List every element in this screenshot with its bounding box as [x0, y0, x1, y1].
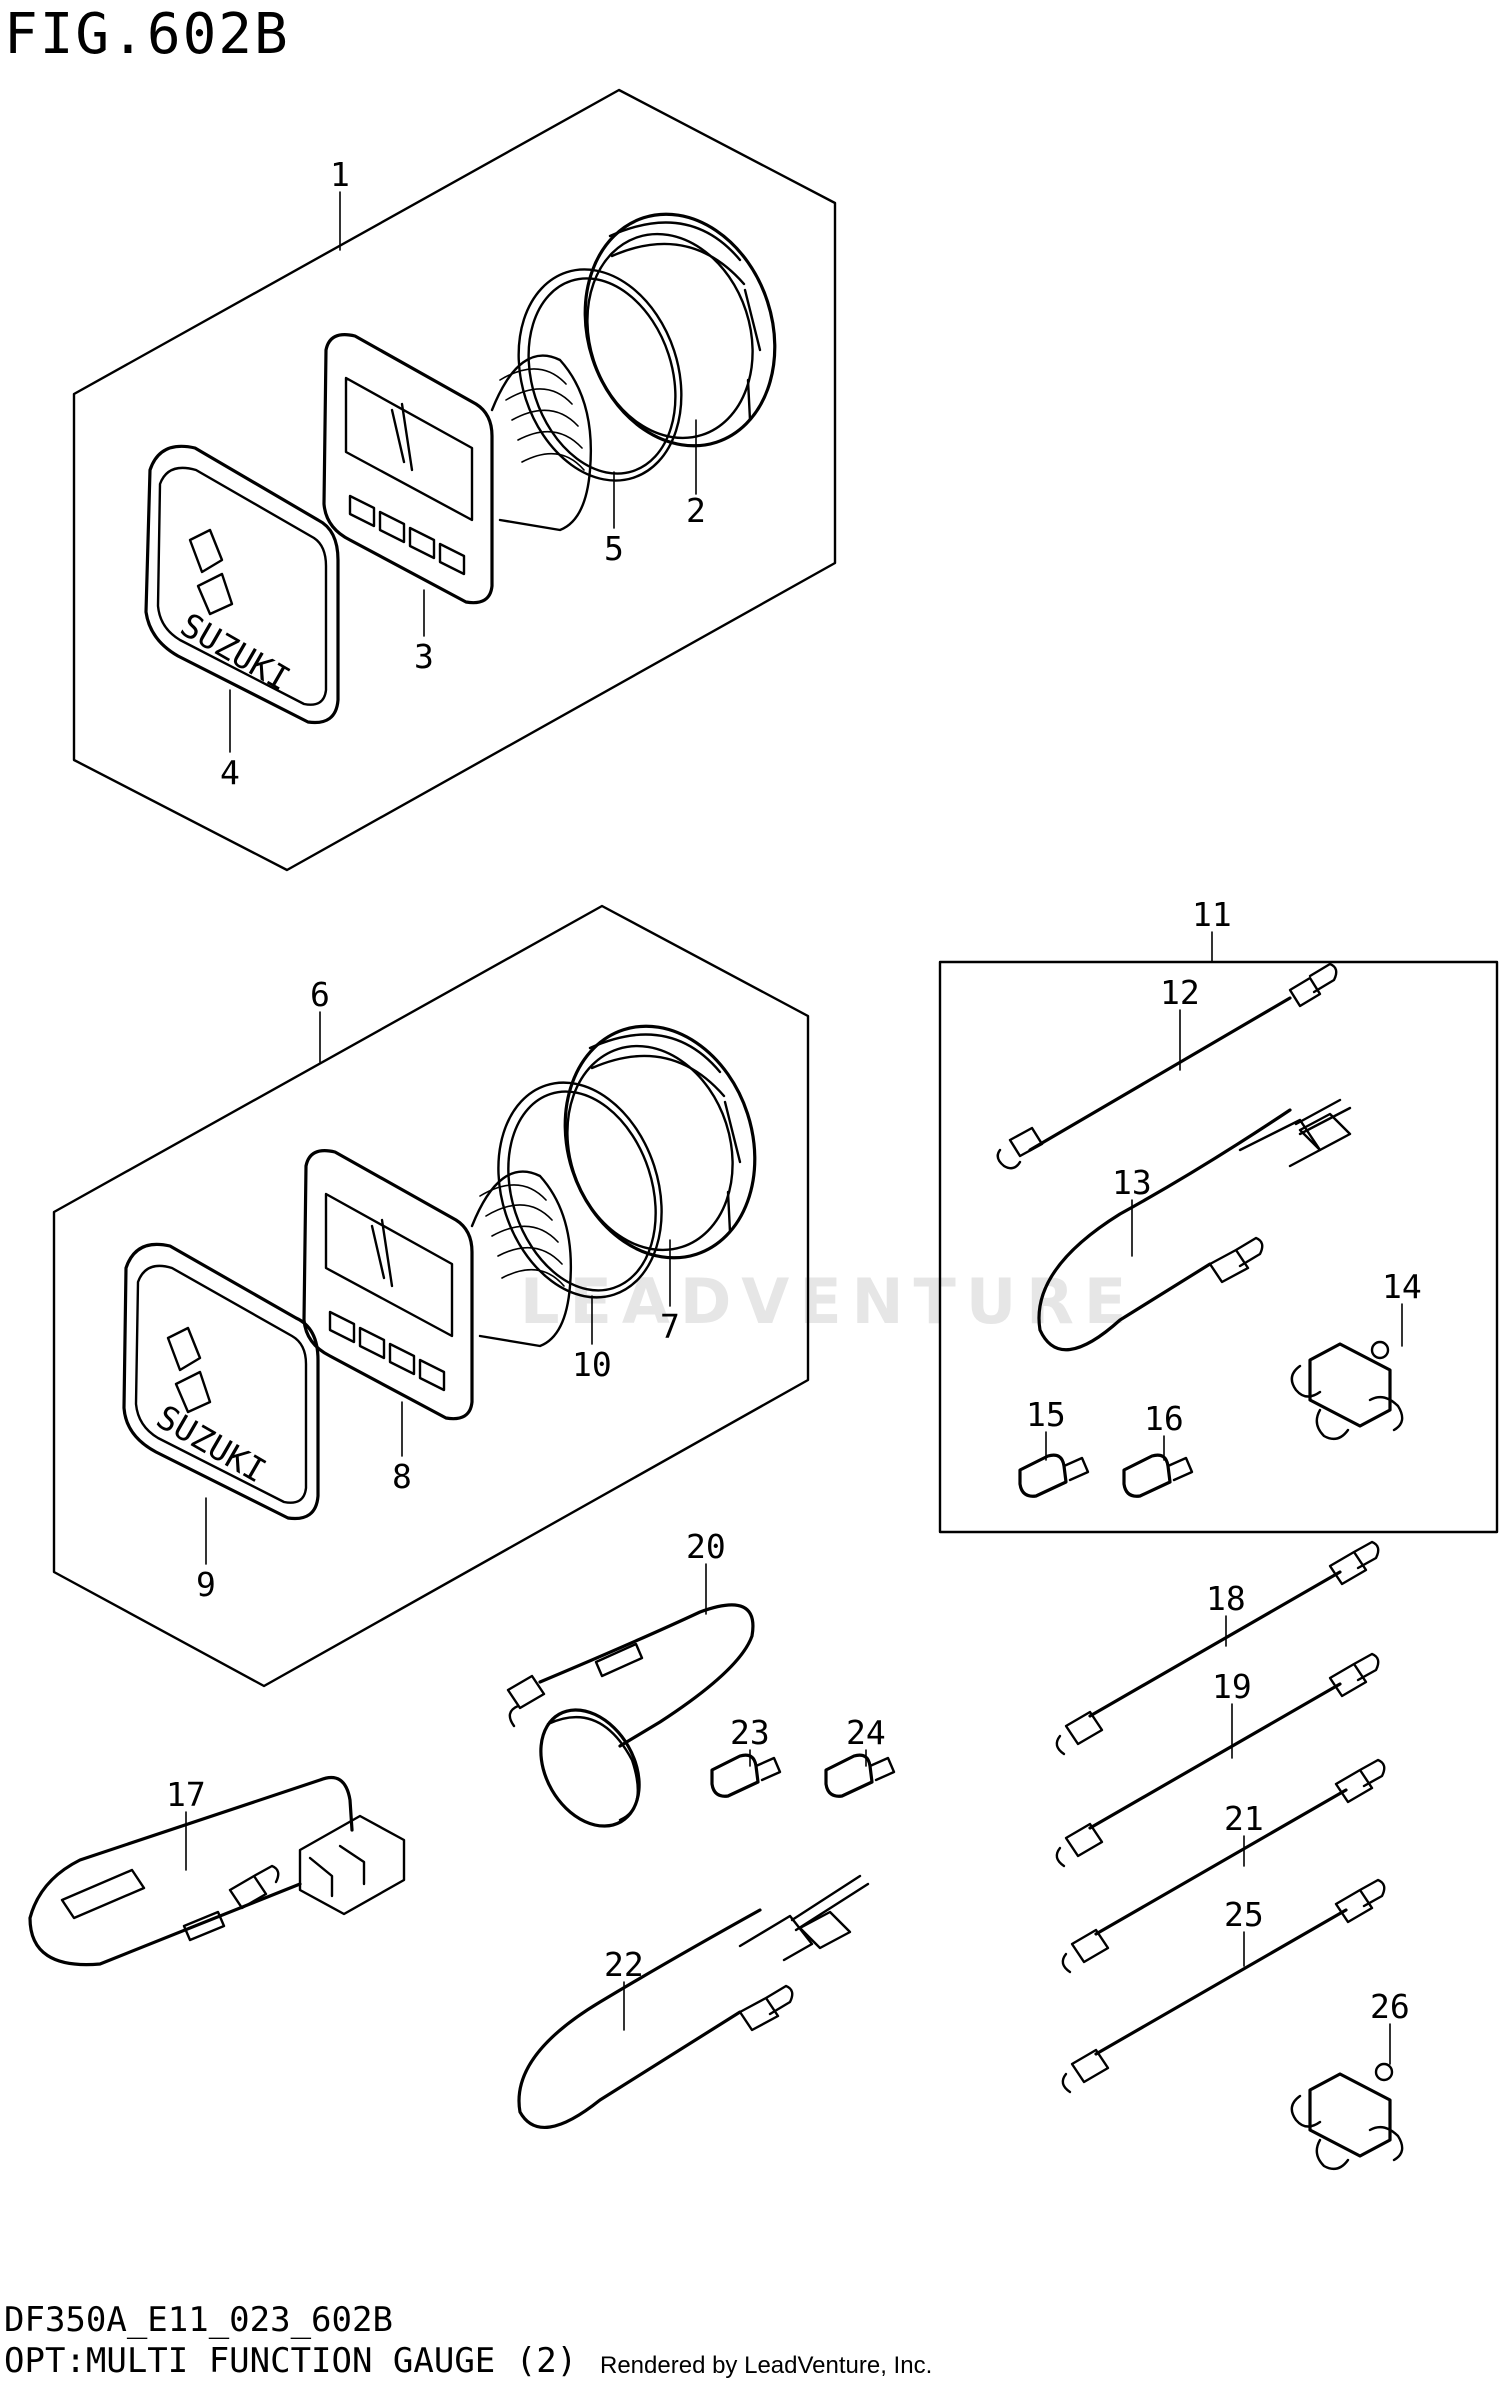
callout-12: 12 — [1160, 973, 1200, 1012]
cable-21 — [1061, 1758, 1386, 1974]
leader-lines — [185, 191, 1403, 2065]
callout-13: 13 — [1112, 1163, 1152, 1202]
callout-18: 18 — [1206, 1579, 1246, 1618]
callout-4: 4 — [220, 753, 240, 792]
callout-11: 11 — [1192, 895, 1232, 934]
callout-3: 3 — [414, 637, 434, 676]
callout-26: 26 — [1370, 1987, 1410, 2026]
cable-25 — [1061, 1878, 1386, 2094]
callout-9: 9 — [196, 1565, 216, 1604]
rendered-by-credit: Rendered by LeadVenture, Inc. — [600, 2352, 933, 2379]
o-ring-5 — [517, 268, 683, 482]
gauge-cover-4: SUZUKI — [144, 444, 340, 725]
callout-20: 20 — [686, 1527, 726, 1566]
t-connector-26 — [1290, 2062, 1404, 2171]
callout-15: 15 — [1026, 1395, 1066, 1434]
callout-21: 21 — [1224, 1799, 1264, 1838]
ring-nut-7 — [563, 1024, 757, 1260]
gauge-head-8 — [302, 1149, 572, 1421]
callout-1: 1 — [330, 155, 350, 194]
callout-22: 22 — [604, 1945, 644, 1984]
sensor-harness-17 — [28, 1775, 406, 1967]
o-ring-10 — [497, 1081, 663, 1299]
power-cable-13 — [1037, 1098, 1352, 1352]
callout-16: 16 — [1144, 1399, 1184, 1438]
callout-10: 10 — [572, 1345, 612, 1384]
leadventure-watermark: LEADVENTURE — [520, 1265, 1137, 1338]
callout-19: 19 — [1212, 1667, 1252, 1706]
ring-nut-2 — [583, 212, 777, 448]
callout-23: 23 — [730, 1713, 770, 1752]
terminator-16 — [1122, 1453, 1194, 1498]
callout-17: 17 — [166, 1775, 206, 1814]
callout-6: 6 — [310, 975, 330, 1014]
cable-12 — [996, 962, 1338, 1170]
cable-18 — [1055, 1540, 1380, 1756]
callout-8: 8 — [392, 1457, 412, 1496]
cable-19 — [1055, 1652, 1380, 1868]
kit-11-frame — [938, 960, 1499, 1534]
figure-code: DF350A_E11_023_602B — [4, 2300, 393, 2340]
gauge-head-3 — [322, 333, 592, 605]
callout-7: 7 — [660, 1307, 680, 1346]
callout-2: 2 — [686, 491, 706, 530]
power-cable-22 — [517, 1874, 870, 2129]
figure-title: FIG.602B — [4, 2, 290, 67]
terminator-15 — [1018, 1453, 1090, 1498]
figure-description: OPT:MULTI FUNCTION GAUGE (2) — [4, 2341, 578, 2381]
t-connector-14 — [1290, 1340, 1404, 1441]
terminator-23 — [710, 1753, 782, 1798]
callout-14: 14 — [1382, 1267, 1422, 1306]
gauge-cover-9: SUZUKI — [122, 1242, 320, 1521]
callout-25: 25 — [1224, 1895, 1264, 1934]
kit-1-frame — [72, 88, 837, 872]
callout-24: 24 — [846, 1713, 886, 1752]
kit-6-frame — [52, 904, 810, 1688]
callout-5: 5 — [604, 529, 624, 568]
terminator-24 — [824, 1753, 896, 1798]
cable-20 — [506, 1603, 755, 1828]
